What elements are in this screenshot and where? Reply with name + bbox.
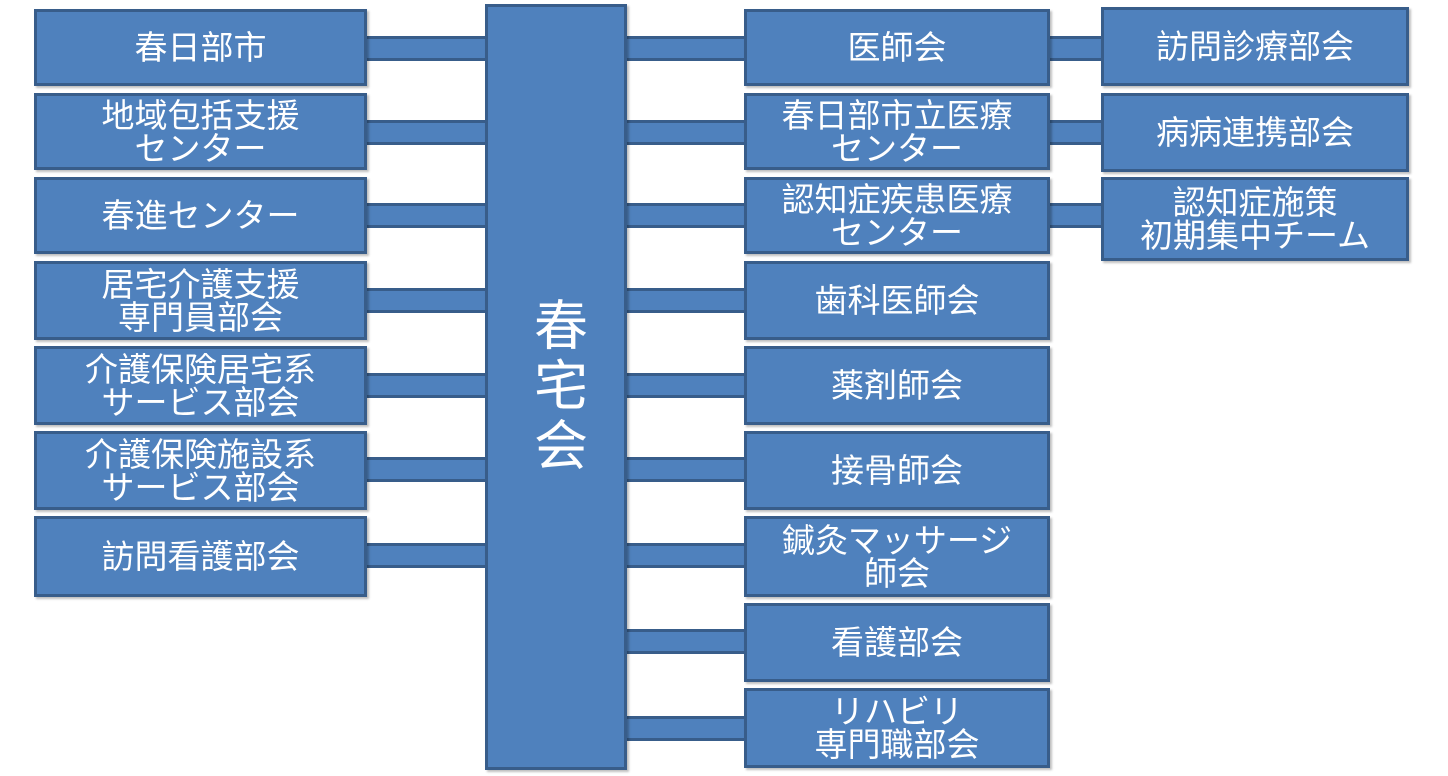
node-label: 訪問看護部会	[101, 537, 300, 576]
node-label: 専門員部会	[118, 297, 283, 337]
node-label: 接骨師会	[831, 451, 963, 490]
node-label: 春日部市立医療	[781, 95, 1013, 135]
node-label: 春進センター	[101, 196, 300, 235]
node-label: 病病連携部会	[1156, 113, 1354, 152]
node-label: 鍼灸マッサージ	[781, 520, 1013, 560]
connector-right-3	[624, 203, 748, 228]
node-label: 初期集中チーム	[1139, 216, 1370, 255]
node-label: サービス部会	[101, 467, 300, 507]
connector-right-7	[624, 543, 748, 568]
node-label: 認知症施策	[1172, 183, 1338, 222]
node-kasukabe-city: 春日部市	[34, 9, 367, 86]
connector-right-4	[624, 288, 748, 313]
central-organization-box: 春宅会	[485, 4, 627, 770]
node-label: 師会	[864, 553, 930, 593]
node-home-care-service-section: 介護保険居宅系 サービス部会	[34, 346, 367, 425]
connector-far-2	[1047, 120, 1105, 145]
connector-left-4	[366, 288, 488, 313]
connector-right-2	[624, 120, 748, 145]
node-label: 居宅介護支援	[101, 264, 300, 304]
node-shunshin-center: 春進センター	[34, 177, 367, 254]
node-label: サービス部会	[101, 382, 300, 422]
connector-left-7	[366, 543, 488, 568]
node-label: 介護保険居宅系	[85, 349, 316, 389]
node-care-manager-section: 居宅介護支援 専門員部会	[34, 261, 367, 340]
node-home-visit-medical-section: 訪問診療部会	[1101, 7, 1409, 86]
node-acupuncture-massage-association: 鍼灸マッサージ 師会	[744, 516, 1050, 597]
node-label: 春日部市	[134, 28, 267, 67]
node-label: 薬剤師会	[831, 366, 963, 405]
connector-far-1	[1047, 36, 1105, 61]
node-pharmacist-association: 薬剤師会	[744, 346, 1050, 425]
node-nursing-section: 看護部会	[744, 603, 1050, 682]
node-label: センター	[134, 128, 267, 168]
node-judo-therapist-association: 接骨師会	[744, 431, 1050, 510]
node-label: 認知症疾患医療	[781, 179, 1013, 219]
node-label: 訪問診療部会	[1156, 27, 1354, 66]
node-dementia-medical-center: 認知症疾患医療 センター	[744, 177, 1050, 254]
connector-right-1	[624, 36, 748, 61]
node-label: 医師会	[847, 28, 947, 67]
node-label: センター	[831, 212, 963, 252]
central-organization-label: 春宅会	[524, 297, 588, 477]
node-label: 看護部会	[831, 623, 963, 662]
node-community-support-center: 地域包括支援 センター	[34, 93, 367, 170]
node-label: 介護保険施設系	[85, 434, 316, 474]
node-label: 地域包括支援	[101, 95, 300, 135]
node-label: リハビリ	[831, 692, 963, 731]
connector-right-6	[624, 457, 748, 482]
connector-left-6	[366, 457, 488, 482]
node-label: 専門職部会	[814, 725, 980, 764]
node-medical-association: 医師会	[744, 9, 1050, 86]
connector-right-5	[624, 373, 748, 398]
connector-left-3	[366, 203, 488, 228]
node-city-medical-center: 春日部市立医療 センター	[744, 93, 1050, 170]
node-facility-service-section: 介護保険施設系 サービス部会	[34, 431, 367, 510]
node-dental-association: 歯科医師会	[744, 261, 1050, 340]
node-hospital-collaboration-section: 病病連携部会	[1101, 93, 1409, 172]
connector-left-1	[366, 36, 488, 61]
connector-far-3	[1047, 203, 1105, 228]
connector-left-2	[366, 120, 488, 145]
node-visiting-nurse-section: 訪問看護部会	[34, 516, 367, 597]
node-label: センター	[831, 128, 963, 168]
node-label: 歯科医師会	[814, 281, 980, 320]
connector-right-8	[624, 629, 748, 654]
node-dementia-early-intervention-team: 認知症施策 初期集中チーム	[1101, 177, 1409, 261]
node-rehabilitation-section: リハビリ 専門職部会	[744, 688, 1050, 768]
connector-right-9	[624, 716, 748, 741]
connector-left-5	[366, 373, 488, 398]
